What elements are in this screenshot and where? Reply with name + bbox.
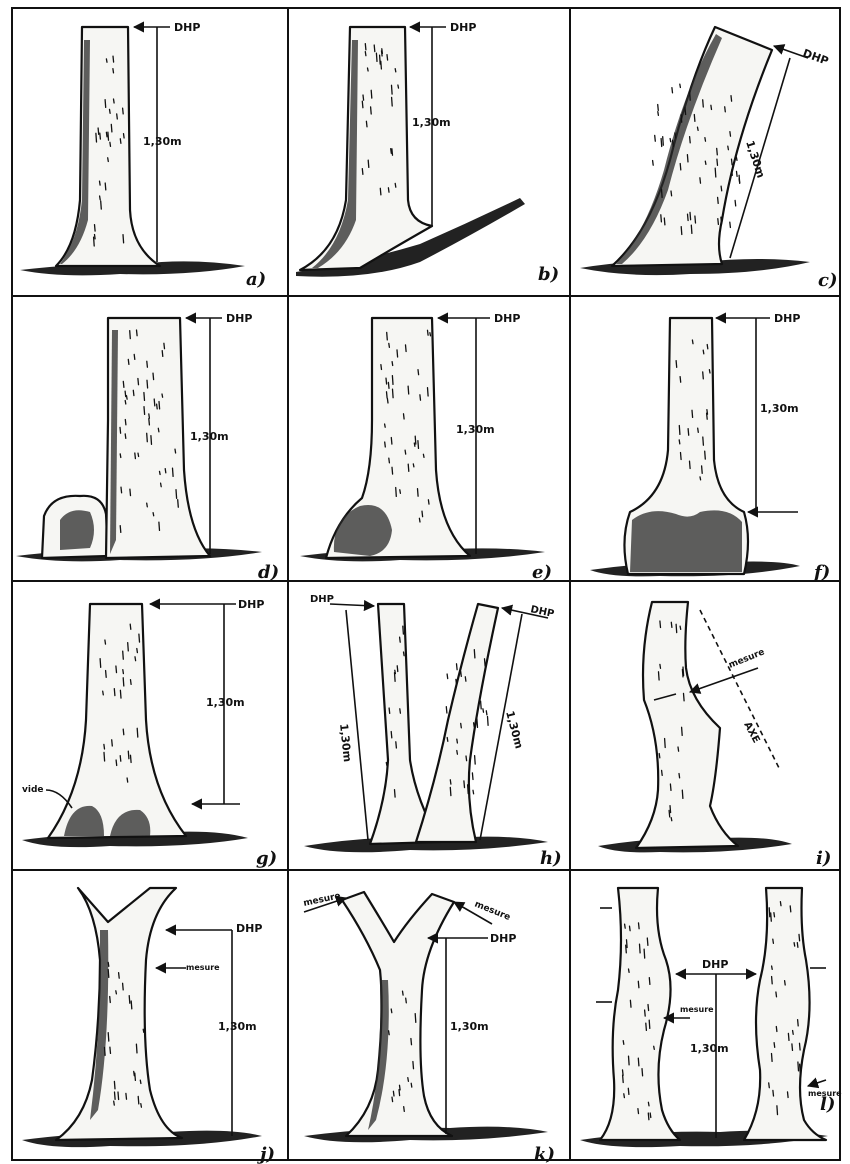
panel-letter: f)	[812, 562, 830, 583]
dhp-label-left: DHP	[310, 594, 334, 605]
panel-letter: e)	[532, 562, 552, 583]
panel-letter: d)	[258, 562, 279, 583]
panel-j: DHP mesure 1,30m j)	[22, 888, 275, 1164]
dhp-label: DHP	[702, 958, 728, 971]
dhp-arrow-left	[330, 604, 374, 606]
dhp-label: DHP	[774, 312, 800, 325]
panel-letter: k)	[534, 1144, 555, 1164]
panel-b: DHP 1,30m b)	[296, 21, 559, 285]
tree-trunk-left	[600, 888, 680, 1140]
panel-i: mesure AXE i)	[598, 602, 831, 869]
panel-letter: c)	[818, 270, 837, 291]
panel-letter: a)	[246, 269, 266, 290]
measure-arrow-right	[808, 1080, 826, 1086]
panel-l: DHP mesure 1,30m mesure l)	[580, 888, 842, 1147]
tree-trunk	[636, 602, 738, 848]
height-label: 1,30m	[456, 423, 495, 436]
measure-label: mesure	[186, 963, 220, 972]
height-label: 1,30m	[218, 1020, 257, 1033]
panel-a: DHP 1,30m a)	[20, 21, 266, 290]
height-label: 1,30m	[143, 135, 182, 148]
root-burl	[334, 505, 392, 556]
tree-trunk	[342, 892, 454, 1136]
dhp-label: DHP	[226, 312, 252, 325]
panel-letter: j)	[257, 1144, 275, 1164]
dhp-label-right: DHP	[529, 604, 555, 620]
axis-label: AXE	[741, 720, 761, 745]
panel-h: DHP DHP 1,30m 1,30m h)	[304, 594, 562, 869]
panel-letter: l)	[820, 1094, 835, 1115]
height-label: 1,30m	[760, 402, 799, 415]
height-label: 1,30m	[690, 1042, 729, 1055]
dhp-label: DHP	[801, 47, 830, 68]
measure-arrow	[690, 668, 758, 692]
panel-e: DHP 1,30m e)	[300, 312, 552, 583]
measure-label: mesure	[727, 647, 766, 670]
height-label-right: 1,30m	[503, 709, 526, 750]
vide-label: vide	[22, 785, 44, 795]
height-label: 1,30m	[190, 430, 229, 443]
tree-trunk	[56, 888, 182, 1140]
height-label: 1,30m	[206, 696, 245, 709]
height-label-left: 1,30m	[337, 723, 354, 763]
tree-trunk-right	[744, 888, 826, 1140]
panel-letter: h)	[540, 848, 562, 869]
measure-label-right: mesure	[473, 900, 512, 923]
height-label: 1,30m	[450, 1020, 489, 1033]
panel-f: DHP 1,30m f)	[590, 312, 830, 583]
dhp-label: DHP	[450, 21, 476, 34]
dhp-label: DHP	[238, 598, 264, 611]
panel-letter: i)	[816, 848, 831, 869]
height-label: 1,30m	[412, 116, 451, 129]
tree-trunk	[300, 27, 432, 270]
buttress-roots	[630, 510, 742, 572]
panel-g: DHP 1,30m vide g)	[22, 598, 277, 869]
panel-letter: g)	[256, 848, 277, 869]
panel-k: mesure mesure DHP 1,30m k)	[303, 891, 555, 1164]
dhp-label: DHP	[174, 21, 200, 34]
dhp-label: DHP	[490, 932, 516, 945]
measure-label-left: mesure	[680, 1005, 714, 1014]
panel-d: DHP 1,30m d)	[16, 312, 279, 583]
dhp-label: DHP	[236, 922, 262, 935]
dhp-label: DHP	[494, 312, 520, 325]
panel-letter: b)	[538, 264, 559, 285]
panel-c: DHP 1,30m c)	[580, 27, 837, 291]
